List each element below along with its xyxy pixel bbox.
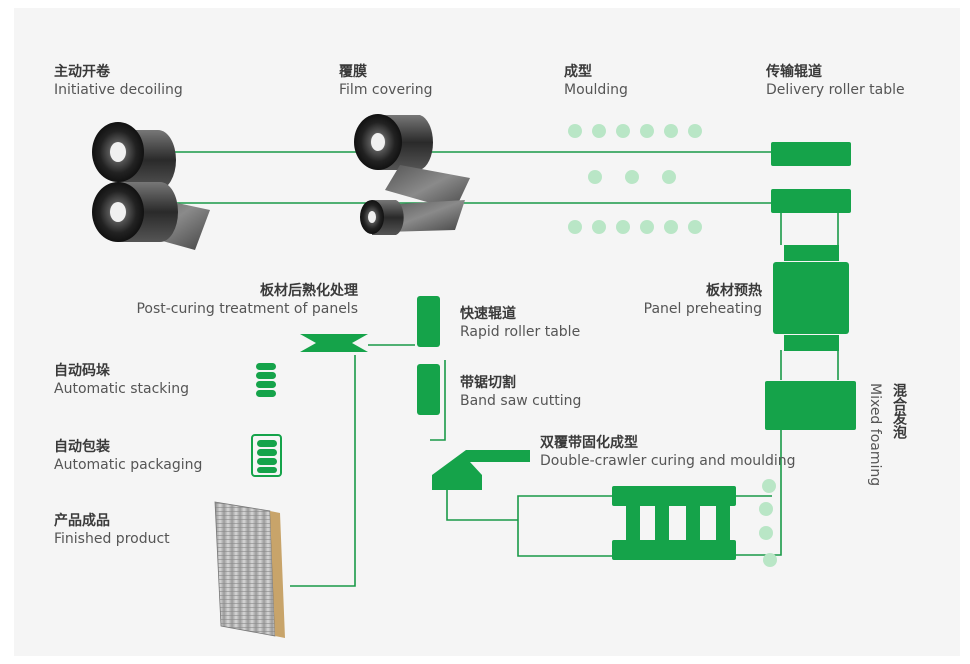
label-mixed-foaming-zh: 混合发泡 (890, 383, 908, 439)
label-rapid: 快速辊道 Rapid roller table (460, 305, 580, 341)
foaming-unit (765, 381, 856, 430)
label-preheating: 板材预热 Panel preheating (644, 282, 762, 318)
label-zh: 成型 (564, 64, 592, 80)
label-en: Film covering (339, 82, 433, 98)
label-en: Initiative decoiling (54, 82, 183, 98)
label-packaging: 自动包装 Automatic packaging (54, 438, 202, 474)
label-zh: 板材后熟化处理 (260, 283, 358, 299)
label-zh: 传输辊道 (766, 64, 822, 80)
label-decoiling: 主动开卷 Initiative decoiling (54, 63, 183, 99)
label-en: Automatic stacking (54, 381, 190, 397)
crawler-unit (612, 486, 736, 560)
band-saw (417, 364, 440, 415)
saw-arm (432, 450, 530, 490)
finished-panel (214, 501, 285, 638)
label-film: 覆膜 Film covering (339, 63, 432, 99)
label-zh: 产品成品 (54, 513, 110, 529)
label-zh: 快速辊道 (460, 306, 516, 322)
label-en: Post-curing treatment of panels (136, 301, 358, 317)
finished-line (290, 355, 356, 587)
packaging-icon (251, 434, 282, 477)
post-curing-unit (300, 334, 368, 352)
moulding-rollers (568, 124, 702, 234)
crawler-left-line (517, 495, 616, 557)
label-stacking: 自动码垛 Automatic stacking (54, 362, 189, 398)
label-en: Mixed foaming (867, 383, 883, 487)
label-en: Delivery roller table (766, 82, 905, 98)
label-en: Double-crawler curing and moulding (540, 453, 796, 469)
stacking-icon (256, 363, 276, 397)
label-en: Moulding (564, 82, 628, 98)
label-zh: 双覆带固化成型 (540, 435, 638, 451)
label-en: Panel preheating (643, 301, 762, 317)
preheating-unit (773, 245, 849, 351)
label-zh: 带锯切割 (460, 375, 516, 391)
film-coils (354, 114, 470, 235)
conveyor-lines (160, 151, 839, 587)
foam-rollers (759, 479, 777, 567)
label-crawler: 双覆带固化成型 Double-crawler curing and mouldi… (540, 434, 796, 470)
label-band-saw: 带锯切割 Band saw cutting (460, 374, 581, 410)
label-delivery: 传输辊道 Delivery roller table (766, 63, 905, 99)
label-en: Finished product (54, 531, 170, 547)
saw-line (446, 490, 518, 521)
rapid-roller-table (417, 296, 440, 347)
label-zh: 自动码垛 (54, 363, 110, 379)
delivery-roller-table (771, 142, 851, 213)
label-en: Rapid roller table (460, 324, 581, 340)
label-zh: 板材预热 (706, 283, 762, 299)
label-en: Automatic packaging (54, 457, 203, 473)
label-en: Band saw cutting (460, 393, 582, 409)
label-zh: 覆膜 (339, 64, 367, 80)
label-moulding: 成型 Moulding (564, 63, 628, 99)
label-zh: 混合发泡 (891, 383, 907, 439)
label-zh: 自动包装 (54, 439, 110, 455)
label-zh: 主动开卷 (54, 64, 110, 80)
foam-down-line (735, 430, 782, 556)
label-finished: 产品成品 Finished product (54, 512, 170, 548)
label-post-curing: 板材后熟化处理 Post-curing treatment of panels (136, 282, 358, 318)
label-mixed-foaming: Mixed foaming (866, 383, 884, 486)
decoiling-coils (92, 122, 210, 250)
